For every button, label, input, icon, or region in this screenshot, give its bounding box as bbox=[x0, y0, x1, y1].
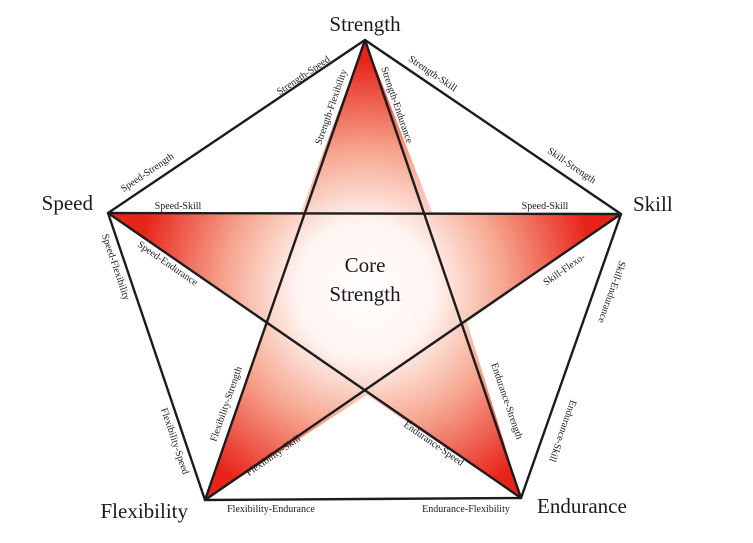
center-label-line2: Strength bbox=[329, 282, 401, 306]
vertex-label-speed: Speed bbox=[42, 191, 94, 215]
edge-label-skill-endurance: Skill-Endurance bbox=[595, 259, 627, 324]
center-label-line1: Core bbox=[345, 253, 386, 277]
edge-label-endurance-flexibility: Endurance-Flexibility bbox=[422, 504, 510, 515]
edge-label-endurance-skill: Endurance-Skill bbox=[546, 398, 578, 463]
pentagram-lines bbox=[107, 39, 622, 501]
edge-label-speed-skill-left: Speed-Skill bbox=[155, 201, 202, 212]
vertex-label-skill: Skill bbox=[633, 192, 673, 216]
star-fill bbox=[108, 40, 621, 500]
edge-label-strength-speed: Strength-Speed bbox=[275, 54, 332, 98]
vertex-label-endurance: Endurance bbox=[537, 494, 627, 518]
outer-pentagon bbox=[106, 38, 623, 502]
vertex-label-flexibility: Flexibility bbox=[100, 499, 188, 523]
edge-label-flexibility-endurance: Flexibility-Endurance bbox=[227, 504, 315, 515]
vertex-label-strength: Strength bbox=[329, 12, 401, 36]
edge-label-speed-skill-right: Speed-Skill bbox=[522, 201, 569, 212]
